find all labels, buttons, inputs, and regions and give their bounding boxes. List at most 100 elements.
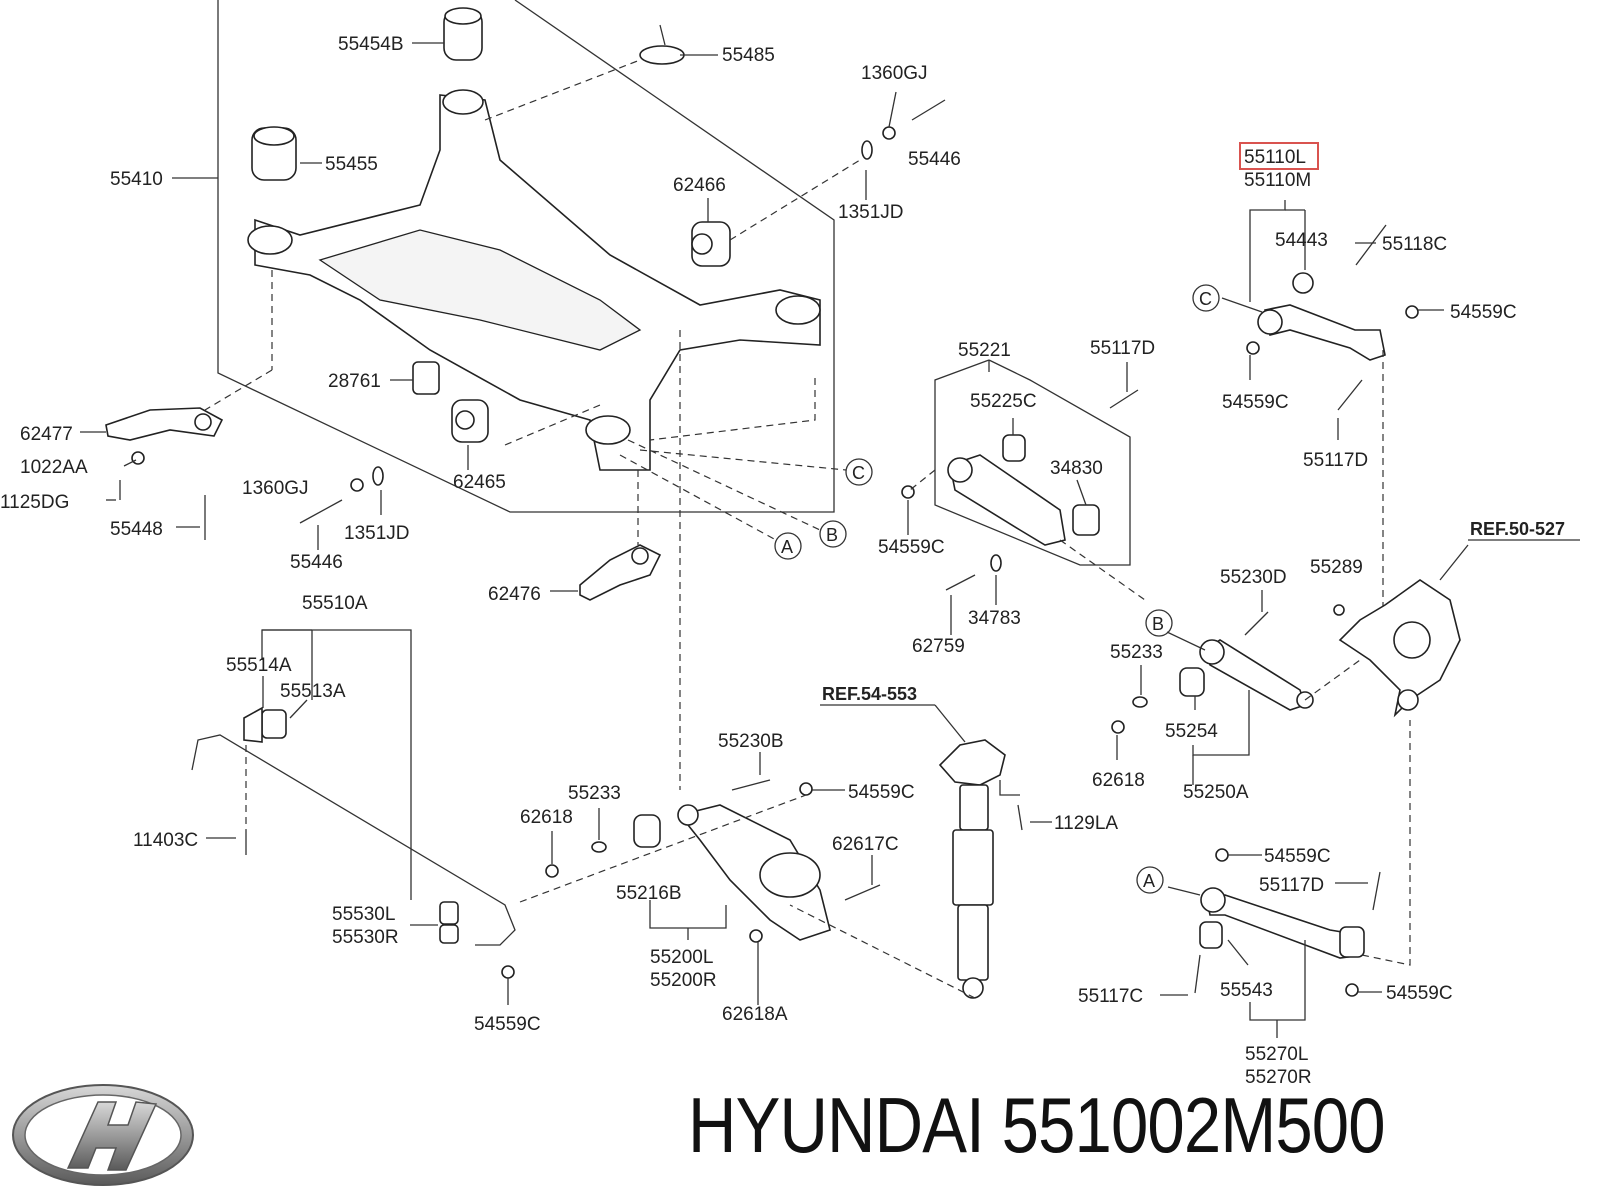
label-62465: 62465 bbox=[453, 472, 506, 493]
label-55233-a: 55233 bbox=[568, 783, 621, 804]
label-11403C: 11403C bbox=[133, 830, 198, 851]
leaders-upper-arm bbox=[1221, 200, 1444, 440]
hyundai-logo-icon bbox=[12, 1084, 194, 1186]
label-55530R: 55530R bbox=[332, 927, 399, 948]
label-55110M: 55110M bbox=[1244, 170, 1311, 191]
bushing-62466 bbox=[691, 221, 731, 267]
label-55514A: 55514A bbox=[226, 655, 292, 676]
label-62618-b: 62618 bbox=[1092, 770, 1145, 791]
svg-text:A: A bbox=[1143, 871, 1155, 891]
label-54559C-a: 54559C bbox=[1450, 302, 1517, 323]
svg-text:B: B bbox=[1152, 614, 1164, 634]
dashed-connectors-subframe bbox=[204, 59, 861, 790]
label-55270R: 55270R bbox=[1245, 1067, 1312, 1088]
label-1360GJ-a: 1360GJ bbox=[861, 63, 928, 84]
bolt-62759 bbox=[945, 574, 976, 591]
part-labels: 55454B 55485 1360GJ 55446 55455 55410 62… bbox=[0, 34, 1565, 1088]
label-ref-50-527: REF.50-527 bbox=[1470, 519, 1565, 539]
label-55250A: 55250A bbox=[1183, 782, 1249, 803]
leader-ref50 bbox=[1439, 544, 1469, 581]
label-54559C-b: 54559C bbox=[1222, 392, 1289, 413]
label-55117D-c: 55117D bbox=[1259, 875, 1324, 896]
label-55485: 55485 bbox=[722, 45, 775, 66]
brand-part-number: HYUNDAI 551002M500 bbox=[688, 1081, 1386, 1169]
label-54443: 54443 bbox=[1275, 230, 1328, 251]
callout-b-right: B bbox=[1145, 609, 1173, 637]
nut-1022AA bbox=[131, 451, 145, 465]
svg-text:C: C bbox=[852, 463, 865, 483]
callout-a-left: A bbox=[774, 532, 802, 560]
label-62759: 62759 bbox=[912, 636, 965, 657]
label-54559C-g: 54559C bbox=[1386, 983, 1453, 1004]
label-54559C-d: 54559C bbox=[474, 1014, 541, 1035]
label-34783: 34783 bbox=[968, 608, 1021, 629]
cap-55485 bbox=[639, 45, 685, 65]
label-55543: 55543 bbox=[1220, 980, 1273, 1001]
washer-1351JD-a bbox=[861, 140, 873, 160]
label-55110L: 55110L bbox=[1244, 147, 1306, 168]
label-1351JD-a: 1351JD bbox=[838, 202, 904, 223]
label-1129LA: 1129LA bbox=[1054, 813, 1118, 834]
label-55454B: 55454B bbox=[338, 34, 404, 55]
svg-text:B: B bbox=[826, 525, 838, 545]
svg-text:A: A bbox=[781, 537, 793, 557]
label-55455: 55455 bbox=[325, 154, 378, 175]
label-55200R: 55200R bbox=[650, 970, 717, 991]
label-55446-b: 55446 bbox=[290, 552, 343, 573]
leaders-stabilizer bbox=[206, 629, 509, 1005]
callout-a-right: A bbox=[1136, 866, 1164, 894]
label-62476: 62476 bbox=[488, 584, 541, 605]
label-54559C-c: 54559C bbox=[878, 537, 945, 558]
callout-c-right: C bbox=[1192, 284, 1220, 312]
label-55254: 55254 bbox=[1165, 721, 1218, 742]
label-1360GJ-b: 1360GJ bbox=[242, 478, 309, 499]
leaders-subframe bbox=[80, 24, 897, 592]
knuckle bbox=[1338, 579, 1461, 718]
label-55216B: 55216B bbox=[616, 883, 682, 904]
label-55117D-b: 55117D bbox=[1090, 338, 1155, 359]
callout-b-left: B bbox=[819, 520, 847, 548]
bushing-55454B bbox=[443, 7, 483, 61]
dash-55221-knuckle bbox=[1059, 539, 1146, 601]
bracket-28761 bbox=[412, 361, 440, 395]
leaders-arm-55250A bbox=[1116, 590, 1263, 785]
shock-absorber bbox=[938, 739, 1023, 999]
washer-34783 bbox=[990, 554, 1002, 572]
leaders-arm-55270 bbox=[1160, 854, 1382, 1038]
label-34830: 34830 bbox=[1050, 458, 1103, 479]
subframe-part bbox=[247, 89, 821, 471]
leaders-arm-55221 bbox=[907, 360, 1128, 635]
label-54559C-f: 54559C bbox=[1264, 846, 1331, 867]
label-55117D-a: 55117D bbox=[1303, 450, 1368, 471]
leader-1129LA-bracket bbox=[999, 780, 1020, 796]
label-55289: 55289 bbox=[1310, 557, 1363, 578]
dash-55270-knuckle bbox=[1361, 720, 1411, 966]
label-55530L: 55530L bbox=[332, 904, 395, 925]
label-55446-a: 55446 bbox=[908, 149, 961, 170]
bracket-62476 bbox=[579, 544, 662, 601]
label-55200L: 55200L bbox=[650, 947, 713, 968]
leaders-lower-arm bbox=[551, 752, 873, 1005]
bolt-55446-b bbox=[299, 499, 343, 524]
label-62466: 62466 bbox=[673, 175, 726, 196]
label-55233-b: 55233 bbox=[1110, 642, 1163, 663]
label-55230B: 55230B bbox=[718, 731, 784, 752]
washer-1360GJ-a bbox=[882, 126, 896, 140]
label-55513A: 55513A bbox=[280, 681, 346, 702]
label-55117C: 55117C bbox=[1078, 986, 1143, 1007]
label-55510A: 55510A bbox=[302, 593, 368, 614]
label-55225C: 55225C bbox=[970, 391, 1037, 412]
washer-1360GJ-b bbox=[350, 478, 364, 492]
svg-text:C: C bbox=[1199, 289, 1212, 309]
dash-box-subframe bbox=[649, 378, 816, 441]
bushing-55455 bbox=[251, 126, 297, 181]
lower-arm-55200 bbox=[545, 779, 881, 943]
label-1022AA: 1022AA bbox=[20, 457, 88, 478]
label-54559C-e: 54559C bbox=[848, 782, 915, 803]
label-55118C: 55118C bbox=[1382, 234, 1447, 255]
stabilizer-bar bbox=[191, 706, 516, 979]
label-62477: 62477 bbox=[20, 424, 73, 445]
label-1351JD-b: 1351JD bbox=[344, 523, 410, 544]
leader-ref54 bbox=[934, 704, 966, 743]
